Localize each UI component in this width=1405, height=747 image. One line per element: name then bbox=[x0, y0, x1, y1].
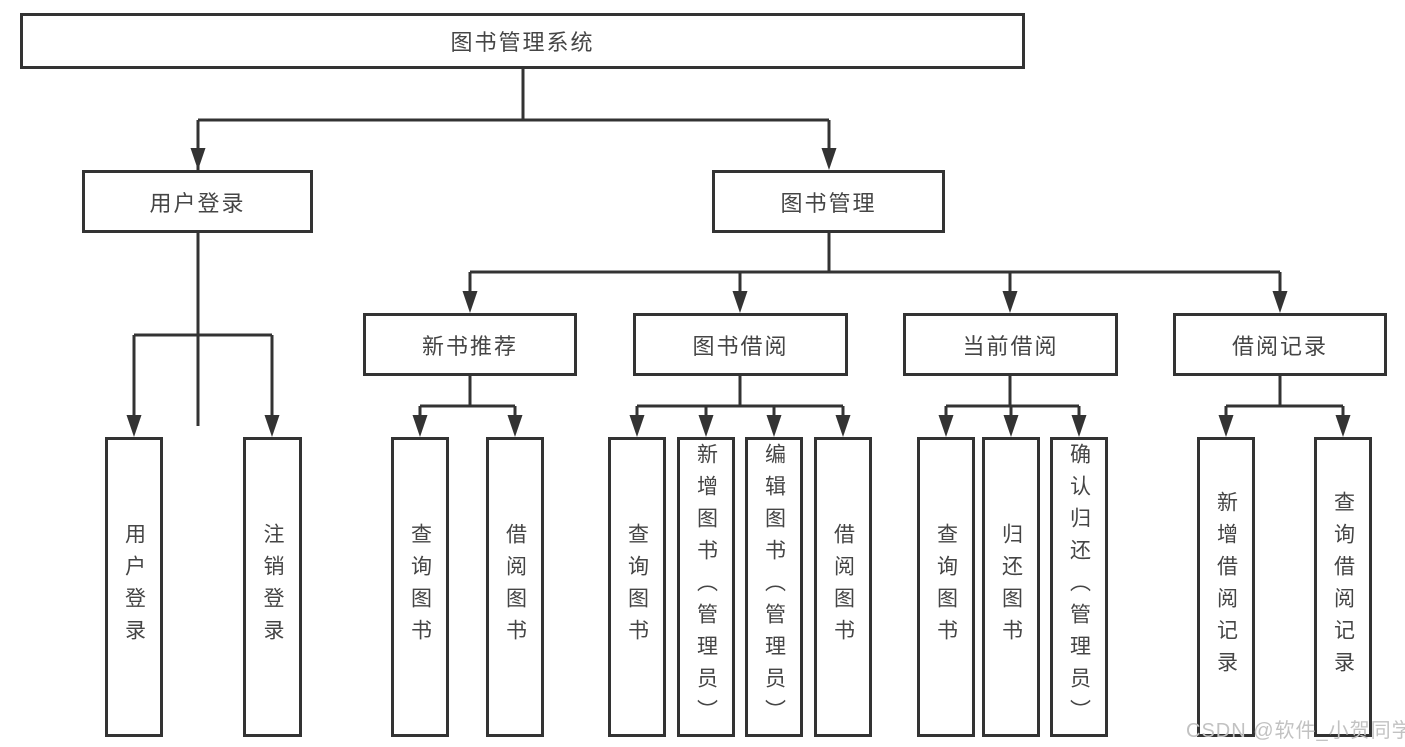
leaf-label: 用户登录 bbox=[122, 523, 146, 651]
node-book-management: 图书管理 bbox=[712, 170, 945, 233]
leaf-query-borrow-record: 查询借阅记录 bbox=[1314, 437, 1372, 737]
leaf-edit-books-admin: 编辑图书（管理员） bbox=[745, 437, 803, 737]
node-new-book-recommend: 新书推荐 bbox=[363, 313, 577, 376]
leaf-label: 借阅图书 bbox=[831, 523, 855, 651]
leaf-add-borrow-record: 新增借阅记录 bbox=[1197, 437, 1255, 737]
node-book-borrow: 图书借阅 bbox=[633, 313, 848, 376]
node-label: 图书管理 bbox=[780, 190, 877, 216]
leaf-add-books-admin: 新增图书（管理员） bbox=[677, 437, 735, 737]
node-label: 图书借阅 bbox=[692, 333, 789, 359]
branch-book-borrow bbox=[635, 376, 845, 426]
csdn-watermark: CSDN @软件_小贺同学 bbox=[1186, 720, 1405, 742]
leaf-label: 新增借阅记录 bbox=[1214, 491, 1238, 683]
branch-borrow-records bbox=[1224, 376, 1345, 426]
leaf-label: 编辑图书（管理员） bbox=[762, 443, 786, 731]
leaf-user-login: 用户登录 bbox=[105, 437, 163, 737]
leaf-label: 确认归还（管理员） bbox=[1067, 443, 1091, 731]
leaf-confirm-return-admin: 确认归还（管理员） bbox=[1050, 437, 1108, 737]
leaf-label: 归还图书 bbox=[999, 523, 1023, 651]
branch-user-login bbox=[132, 233, 274, 426]
node-label: 新书推荐 bbox=[421, 333, 518, 359]
leaf-borrow-books: 借阅图书 bbox=[814, 437, 872, 737]
node-label: 用户登录 bbox=[149, 190, 246, 216]
leaf-label: 查询图书 bbox=[408, 523, 432, 651]
node-label: 图书管理系统 bbox=[450, 30, 595, 55]
leaf-query-books-borrow: 查询图书 bbox=[608, 437, 666, 737]
leaf-label: 注销登录 bbox=[261, 523, 284, 651]
leaf-return-books: 归还图书 bbox=[982, 437, 1040, 737]
node-user-login: 用户登录 bbox=[82, 170, 313, 233]
node-current-borrow: 当前借阅 bbox=[903, 313, 1118, 376]
node-library-management-system: 图书管理系统 bbox=[20, 13, 1025, 69]
branch-current-borrow bbox=[944, 376, 1081, 426]
leaf-label: 借阅图书 bbox=[503, 523, 527, 651]
leaf-label: 新增图书（管理员） bbox=[694, 443, 718, 731]
leaf-label: 查询借阅记录 bbox=[1331, 491, 1355, 683]
node-label: 借阅记录 bbox=[1231, 333, 1328, 359]
branch-new-books bbox=[418, 376, 517, 426]
leaf-query-books-recommend: 查询图书 bbox=[391, 437, 449, 737]
node-label: 当前借阅 bbox=[962, 333, 1059, 359]
node-borrow-records: 借阅记录 bbox=[1173, 313, 1387, 376]
leaf-label: 查询图书 bbox=[934, 523, 958, 651]
leaf-label: 查询图书 bbox=[625, 523, 649, 651]
branch-book-management bbox=[468, 233, 1282, 302]
branch-root-drops bbox=[196, 120, 831, 159]
leaf-borrow-books-recommend: 借阅图书 bbox=[486, 437, 544, 737]
leaf-query-books-current: 查询图书 bbox=[917, 437, 975, 737]
leaf-logout: 注销登录 bbox=[243, 437, 302, 737]
